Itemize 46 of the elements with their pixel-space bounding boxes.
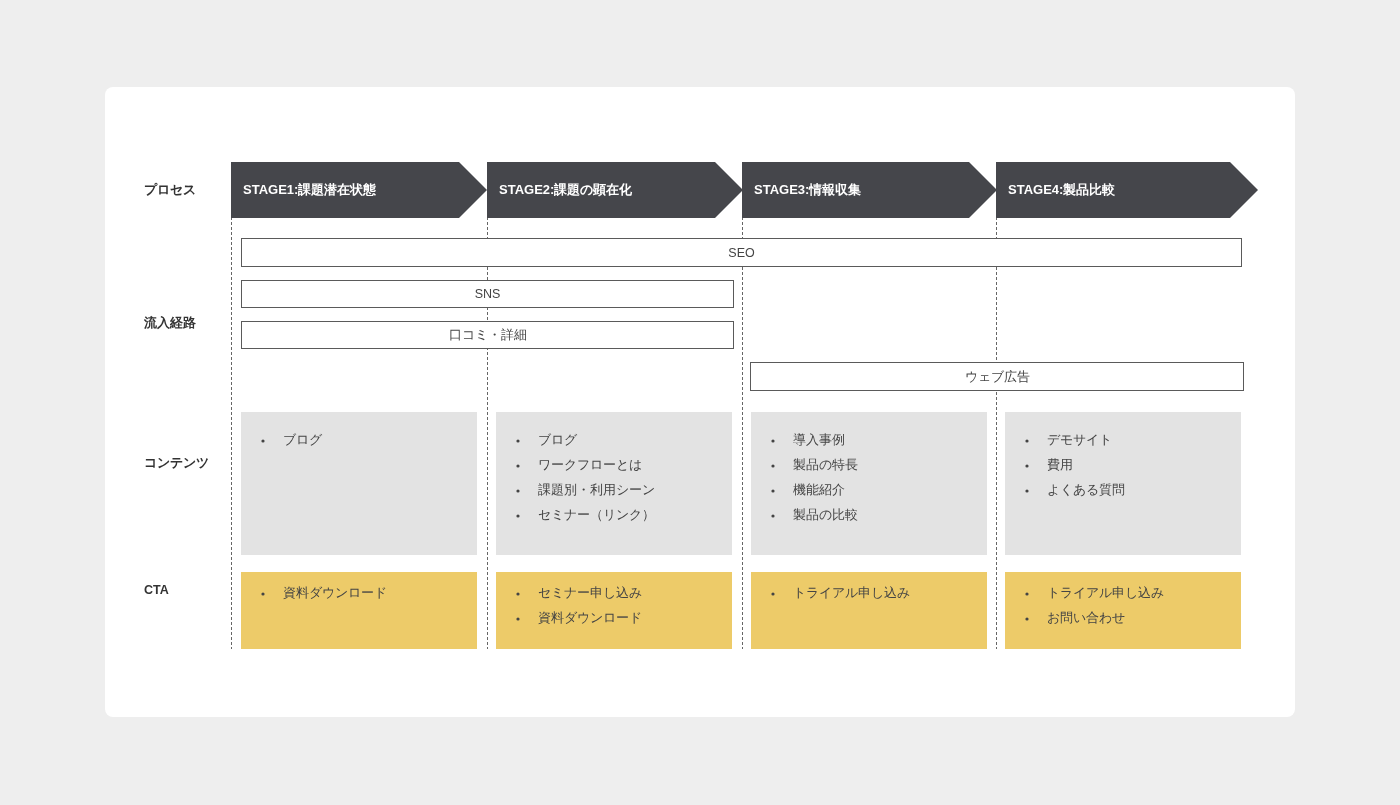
list-item: ワークフローとは: [538, 457, 642, 474]
channel-bar: [241, 321, 734, 349]
channel-label: ウェブ広告: [964, 368, 1030, 385]
channel-label: 口コミ・詳細: [448, 327, 527, 343]
list-item: 機能紹介: [793, 482, 845, 499]
list-item: セミナー（リンク）: [538, 507, 655, 524]
content-panel: [1005, 412, 1241, 555]
cta-panel: [241, 572, 477, 649]
list-item: デモサイト: [1047, 432, 1112, 449]
stage-banner: [231, 162, 487, 218]
stage-title: STAGE2:課題の顕在化: [499, 181, 633, 199]
stage-banner: [487, 162, 743, 218]
list-item: トライアル申し込み: [1047, 585, 1164, 602]
list-item: ブログ: [538, 432, 577, 449]
list-item: トライアル申し込み: [793, 585, 910, 602]
channel-label: SNS: [474, 286, 501, 302]
row-label: CTA: [144, 582, 169, 598]
channel-bar: [241, 238, 1242, 267]
list-item: ブログ: [283, 432, 322, 449]
stage-title: STAGE3:情報収集: [754, 181, 862, 199]
content-panel: [751, 412, 987, 555]
channel-label: SEO: [728, 244, 755, 261]
content-panel: [496, 412, 732, 555]
list-item: 製品の比較: [793, 507, 858, 524]
stage-banner: [996, 162, 1258, 218]
row-label: コンテンツ: [144, 455, 209, 471]
list-item: 資料ダウンロード: [283, 585, 387, 602]
row-label: プロセス: [144, 182, 196, 198]
row-label: 流入経路: [144, 315, 196, 331]
stage-banner: [742, 162, 997, 218]
list-item: お問い合わせ: [1047, 610, 1125, 627]
stage-title: STAGE4:製品比較: [1008, 181, 1116, 199]
list-item: 資料ダウンロード: [538, 610, 642, 627]
channel-bar: [241, 280, 734, 308]
stage-title: STAGE1:課題潜在状態: [243, 181, 377, 199]
list-item: セミナー申し込み: [538, 585, 642, 602]
list-item: 導入事例: [793, 432, 845, 449]
list-item: 課題別・利用シーン: [538, 482, 655, 499]
content-panel: [241, 412, 477, 555]
cta-panel: [1005, 572, 1241, 649]
list-item: 製品の特長: [793, 457, 858, 474]
cta-panel: [751, 572, 987, 649]
list-item: よくある質問: [1047, 482, 1125, 499]
cta-panel: [496, 572, 732, 649]
list-item: 費用: [1047, 457, 1073, 474]
channel-bar: [750, 362, 1244, 391]
